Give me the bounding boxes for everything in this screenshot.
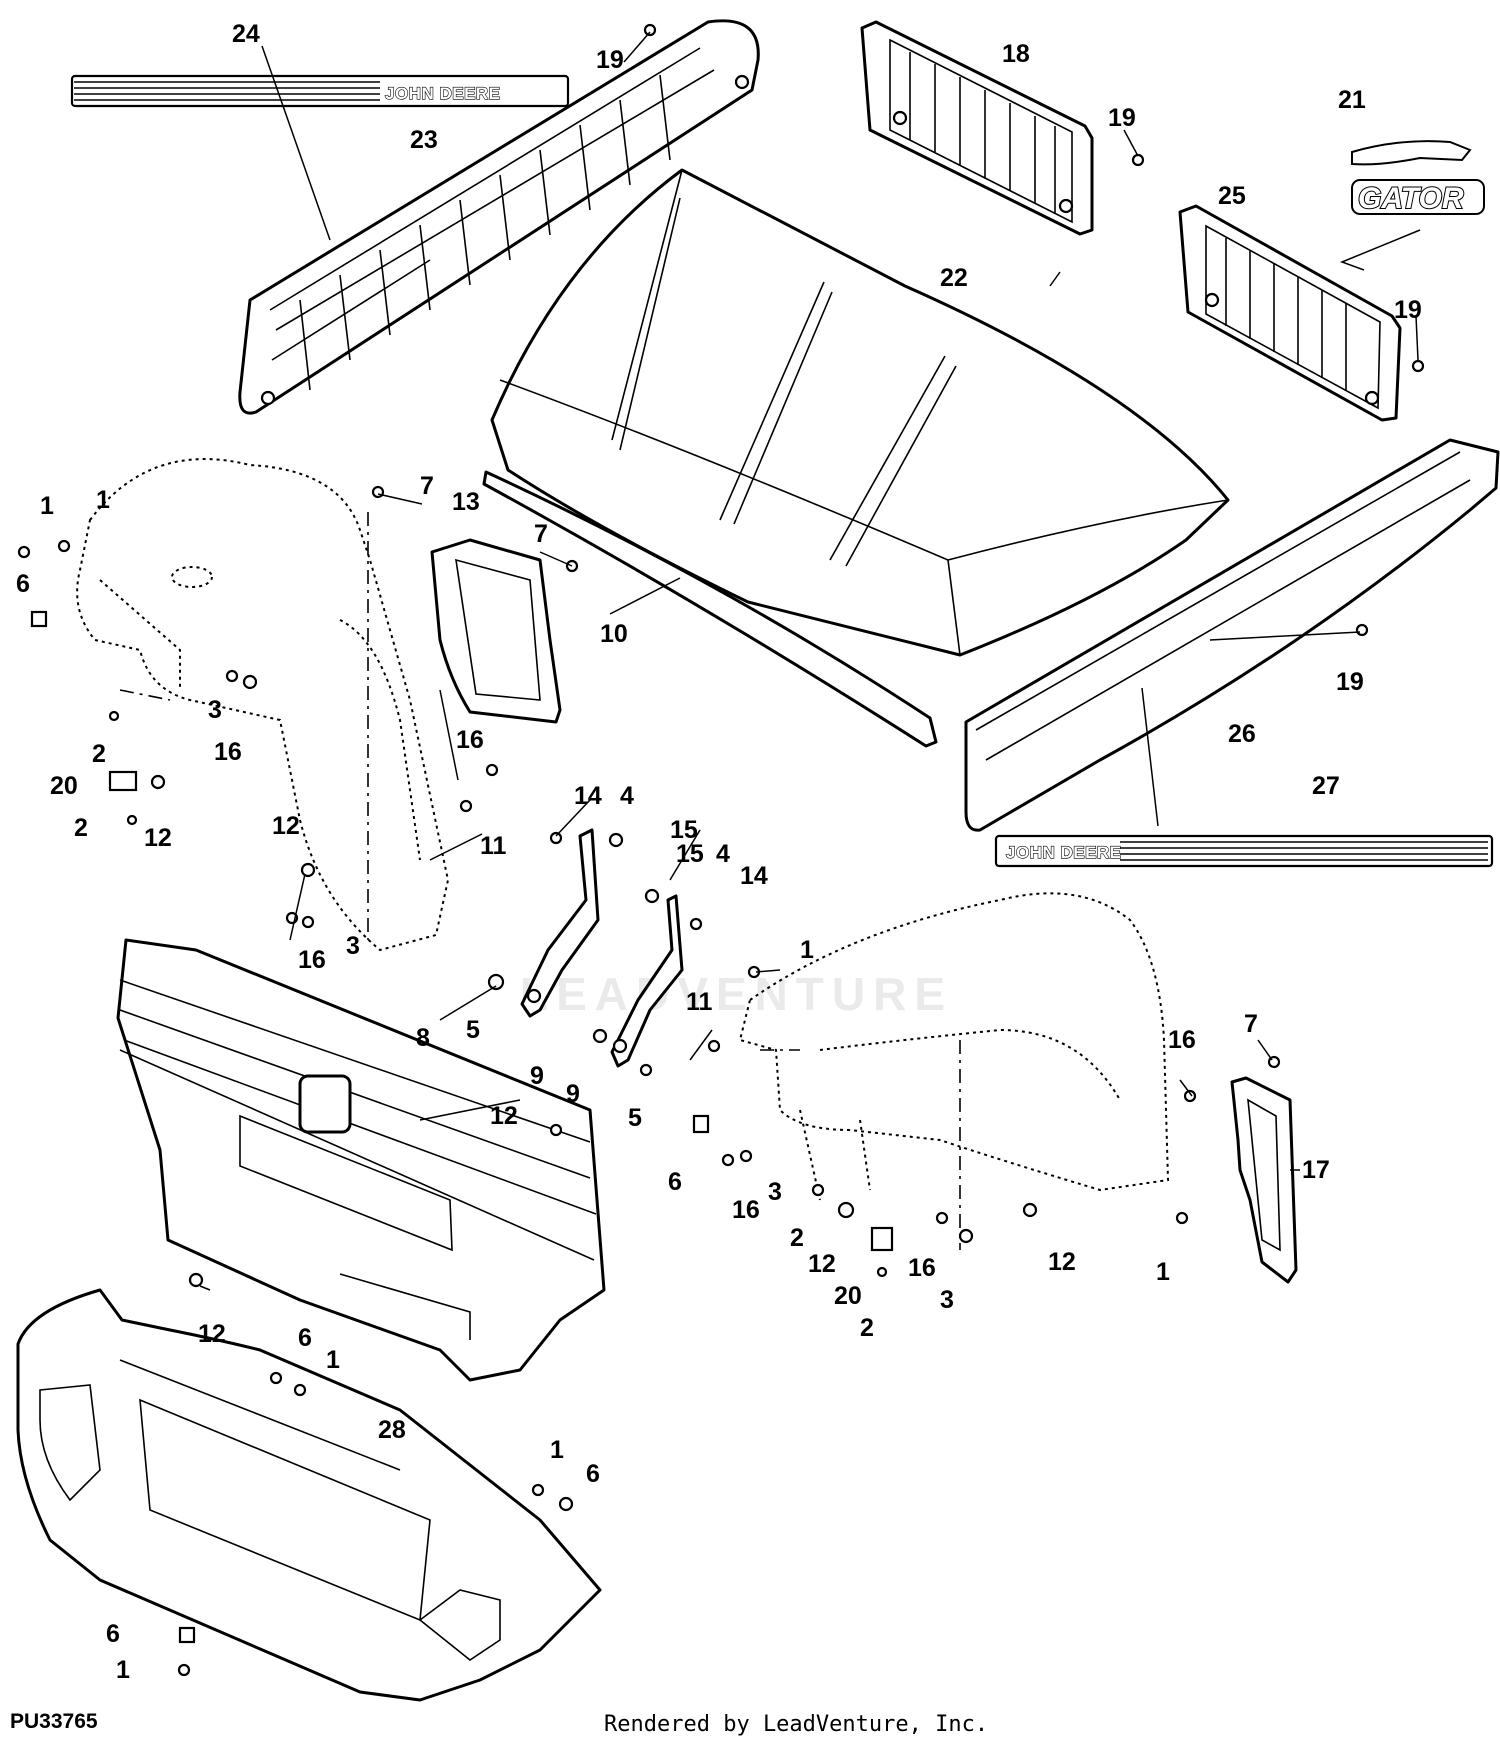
- callout-1: 1: [116, 1656, 130, 1684]
- callout-1: 1: [550, 1436, 564, 1464]
- fender-flare-left: [430, 538, 562, 724]
- callout-6: 6: [106, 1620, 120, 1648]
- callout-19: 19: [1108, 104, 1136, 132]
- callout-12: 12: [808, 1250, 836, 1278]
- callout-7: 7: [534, 520, 548, 548]
- callout-16: 16: [298, 946, 326, 974]
- front-grille: [116, 938, 606, 1382]
- callout-13: 13: [452, 488, 480, 516]
- fender-right-phantom: [738, 892, 1170, 1250]
- callout-12: 12: [144, 824, 172, 852]
- callout-12: 12: [1048, 1248, 1076, 1276]
- side-panel-left: [238, 19, 760, 415]
- callout-17: 17: [1302, 1156, 1330, 1184]
- side-stripe-decal-right: JOHN DEERE: [994, 834, 1494, 868]
- callout-15: 15: [670, 816, 698, 844]
- callout-12: 12: [198, 1320, 226, 1348]
- stripe-brand-right: JOHN DEERE: [1006, 843, 1122, 862]
- support-bracket-right: [610, 894, 684, 1068]
- callout-2: 2: [92, 740, 106, 768]
- callout-3: 3: [208, 696, 222, 724]
- callout-27: 27: [1312, 772, 1340, 800]
- callout-3: 3: [940, 1286, 954, 1314]
- callout-21: 21: [1338, 86, 1366, 114]
- fender-flare-right: [1230, 1076, 1298, 1284]
- callout-9: 9: [530, 1062, 544, 1090]
- callout-6: 6: [16, 570, 30, 598]
- callout-16: 16: [214, 738, 242, 766]
- callout-14: 14: [574, 782, 602, 810]
- callout-1: 1: [40, 492, 54, 520]
- callout-20: 20: [50, 772, 78, 800]
- callout-23: 23: [410, 126, 438, 154]
- hood-seal: [482, 470, 938, 748]
- callout-1: 1: [326, 1346, 340, 1374]
- callout-19: 19: [1336, 668, 1364, 696]
- callout-28: 28: [378, 1416, 406, 1444]
- callout-6: 6: [586, 1460, 600, 1488]
- watermark: LEADVENTURE: [520, 968, 953, 1020]
- callout-16: 16: [456, 726, 484, 754]
- callout-2: 2: [74, 814, 88, 842]
- callout-20: 20: [834, 1282, 862, 1310]
- support-bracket-left: [520, 828, 600, 1018]
- figure-id: PU33765: [10, 1710, 98, 1733]
- fender-left-phantom: [76, 458, 450, 952]
- callout-7: 7: [1244, 1010, 1258, 1038]
- callout-1: 1: [96, 486, 110, 514]
- callout-6: 6: [298, 1324, 312, 1352]
- side-stripe-decal-left: JOHN DEERE: [70, 74, 570, 108]
- stripe-brand-left: JOHN DEERE: [385, 84, 501, 103]
- callout-12: 12: [490, 1102, 518, 1130]
- callout-4: 4: [716, 840, 730, 868]
- callout-11: 11: [480, 832, 507, 860]
- rear-panel-lower: [1178, 204, 1402, 422]
- callout-18: 18: [1002, 40, 1030, 68]
- callout-12: 12: [272, 812, 300, 840]
- callout-7: 7: [420, 472, 434, 500]
- callout-3: 3: [768, 1178, 782, 1206]
- callout-9: 9: [566, 1080, 580, 1108]
- gator-logo-decal: GATOR: [1351, 140, 1485, 216]
- callout-16: 16: [908, 1254, 936, 1282]
- callout-5: 5: [466, 1016, 480, 1044]
- hood: [490, 168, 1230, 657]
- callout-1: 1: [1156, 1258, 1170, 1286]
- callout-1: 1: [800, 936, 814, 964]
- callout-5: 5: [628, 1104, 642, 1132]
- callout-8: 8: [416, 1024, 430, 1052]
- callout-2: 2: [860, 1314, 874, 1342]
- callout-26: 26: [1228, 720, 1256, 748]
- callout-16: 16: [1168, 1026, 1196, 1054]
- callout-10: 10: [600, 620, 628, 648]
- callout-14: 14: [740, 862, 768, 890]
- render-credit: Rendered by LeadVenture, Inc.: [604, 1712, 989, 1737]
- side-panel-right: [964, 438, 1500, 832]
- callout-6: 6: [668, 1168, 682, 1196]
- callout-16: 16: [732, 1196, 760, 1224]
- callout-15: 15: [676, 840, 704, 868]
- hardware: [17, 23, 1425, 1677]
- callout-25: 25: [1218, 182, 1246, 210]
- rear-panel-upper: [860, 20, 1094, 236]
- callout-2: 2: [790, 1224, 804, 1252]
- leader-lines: [199, 31, 1421, 1291]
- callout-4: 4: [620, 782, 634, 810]
- gator-logo-text: GATOR: [1358, 182, 1464, 215]
- callout-11: 11: [686, 988, 713, 1016]
- callout-22: 22: [940, 264, 968, 292]
- callout-labels: 24 19 18 19 21 23 25 22 19 1 1 7 13 7 6 …: [16, 20, 1422, 1684]
- callout-3: 3: [346, 932, 360, 960]
- callout-19: 19: [1394, 296, 1422, 324]
- front-bumper: [16, 1288, 602, 1702]
- callout-24: 24: [232, 20, 260, 48]
- callout-19: 19: [596, 46, 624, 74]
